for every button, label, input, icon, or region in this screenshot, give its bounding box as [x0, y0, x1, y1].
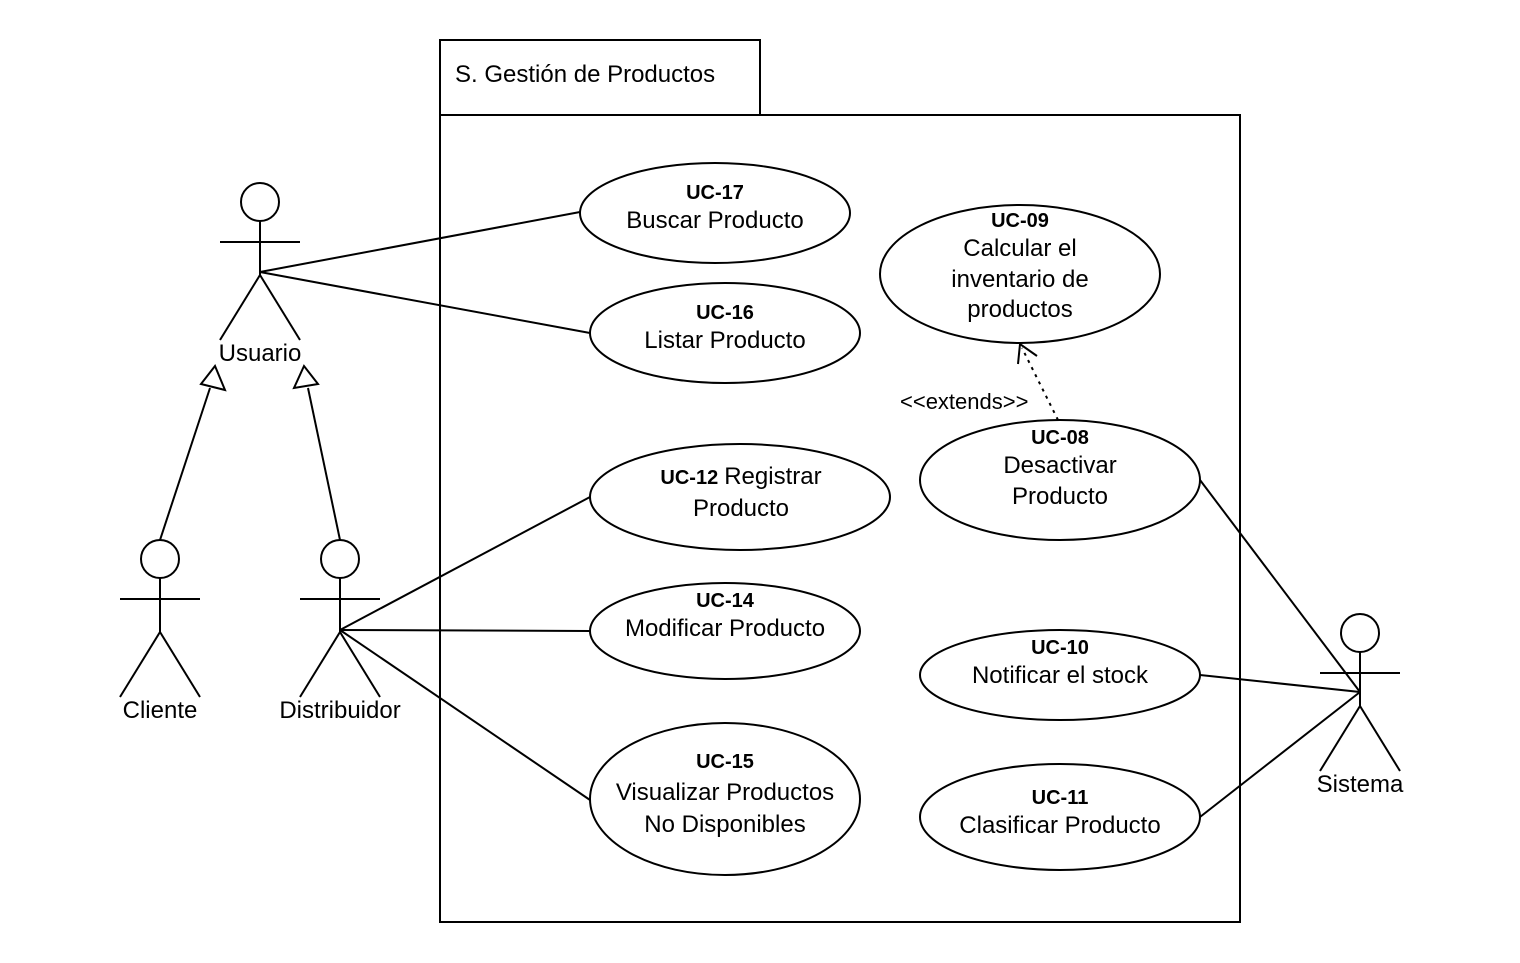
generalizations	[159, 364, 341, 541]
assoc-usuario-uc16	[259, 271, 591, 334]
actor-leg-right	[339, 631, 381, 698]
use-case-uc09[interactable]: UC-09 Calcular el inventario de producto…	[879, 204, 1161, 344]
use-case-ellipse	[589, 582, 861, 680]
actor-leg-left	[1319, 705, 1361, 772]
use-case-uc14[interactable]: UC-14 Modificar Producto	[589, 582, 861, 680]
use-case-name-line1: Visualizar Productos	[616, 779, 834, 806]
actor-head	[240, 182, 280, 222]
extends-label: <<extends>>	[900, 389, 1028, 414]
extends-line	[1021, 347, 1059, 421]
actor-label-cliente: Cliente	[123, 697, 198, 724]
use-case-uc17[interactable]: UC-17 Buscar Producto	[579, 162, 851, 264]
actor-distribuidor[interactable]: Distribuidor	[279, 539, 401, 724]
gen-cliente-usuario	[159, 387, 211, 541]
use-case-id: UC-12	[660, 467, 718, 489]
actor-cliente[interactable]: Cliente	[119, 539, 201, 724]
use-case-uc16[interactable]: UC-16 Listar Producto	[589, 282, 861, 384]
actor-leg-left	[219, 274, 261, 341]
use-case-name-line2: Producto	[1012, 483, 1108, 510]
use-case-name-line3: productos	[967, 296, 1072, 323]
actor-leg-right	[259, 274, 301, 341]
use-case-id: UC-11	[1032, 787, 1089, 809]
use-case-name-line2: No Disponibles	[644, 811, 805, 838]
use-case-ellipse	[579, 162, 851, 264]
use-case-ellipse	[919, 629, 1201, 721]
assoc-distribuidor-uc15	[339, 629, 591, 801]
use-case-uc11[interactable]: UC-11 Clasificar Producto	[919, 763, 1201, 871]
use-case-name: Buscar Producto	[626, 207, 803, 234]
actor-leg-left	[299, 631, 341, 698]
assoc-sistema-uc10	[1199, 674, 1361, 693]
assoc-sistema-uc11	[1199, 691, 1361, 818]
actor-head	[140, 539, 180, 579]
actor-leg-left	[119, 631, 161, 698]
use-case-ellipse	[919, 419, 1201, 541]
use-case-id: UC-16	[696, 302, 754, 324]
use-case-uc12[interactable]: UC-12 Registrar Producto	[589, 443, 891, 551]
use-case-name: Clasificar Producto	[959, 812, 1160, 839]
use-case-uc08[interactable]: UC-08 Desactivar Producto	[919, 419, 1201, 541]
assoc-distribuidor-uc12	[339, 496, 591, 631]
actor-head	[320, 539, 360, 579]
use-case-name-line2: inventario de	[951, 266, 1088, 293]
gen-distribuidor-usuario	[307, 387, 341, 541]
use-case-ellipse	[589, 282, 861, 384]
actor-sistema[interactable]: Sistema	[1317, 613, 1404, 798]
use-case-uc10[interactable]: UC-10 Notificar el stock	[919, 629, 1201, 721]
actor-leg-right	[1359, 705, 1401, 772]
use-case-id: UC-09	[991, 210, 1049, 232]
use-case-ellipse	[589, 443, 891, 551]
use-case-name: Modificar Producto	[625, 615, 825, 642]
assoc-distribuidor-uc14	[339, 629, 591, 632]
actor-label-usuario: Usuario	[219, 340, 302, 367]
use-case-id: UC-15	[696, 751, 754, 773]
package-title: S. Gestión de Productos	[455, 61, 715, 88]
actor-leg-right	[159, 631, 201, 698]
use-case-name-part1: Registrar	[724, 463, 821, 490]
actor-usuario[interactable]: Usuario	[219, 182, 302, 367]
actor-head	[1340, 613, 1380, 653]
actor-label-distribuidor: Distribuidor	[279, 697, 400, 724]
use-case-name: Notificar el stock	[972, 662, 1149, 689]
assoc-sistema-uc08	[1199, 479, 1361, 693]
use-case-name-line1: Desactivar	[1003, 452, 1116, 479]
use-case-title-line: UC-12 Registrar	[660, 463, 821, 490]
use-case-ellipse	[879, 204, 1161, 344]
actor-label-sistema: Sistema	[1317, 771, 1404, 798]
use-case-name: Listar Producto	[644, 327, 805, 354]
assoc-usuario-uc17	[259, 211, 581, 273]
use-case-id: UC-14	[696, 590, 755, 612]
use-case-id: UC-17	[686, 182, 744, 204]
package-tab	[439, 39, 761, 116]
gen-arrowhead-distribuidor	[292, 364, 320, 390]
use-case-id: UC-08	[1031, 427, 1089, 449]
extends-relation: <<extends>>	[900, 342, 1059, 421]
use-case-id: UC-10	[1031, 637, 1089, 659]
use-case-ellipse	[589, 722, 861, 876]
use-case-ellipse	[919, 763, 1201, 871]
gen-arrowhead-cliente	[199, 364, 227, 392]
use-case-name-line1: Calcular el	[963, 235, 1076, 262]
associations	[259, 211, 1361, 818]
use-case-name-part2: Producto	[693, 495, 789, 522]
use-case-uc15[interactable]: UC-15 Visualizar Productos No Disponible…	[589, 722, 861, 876]
